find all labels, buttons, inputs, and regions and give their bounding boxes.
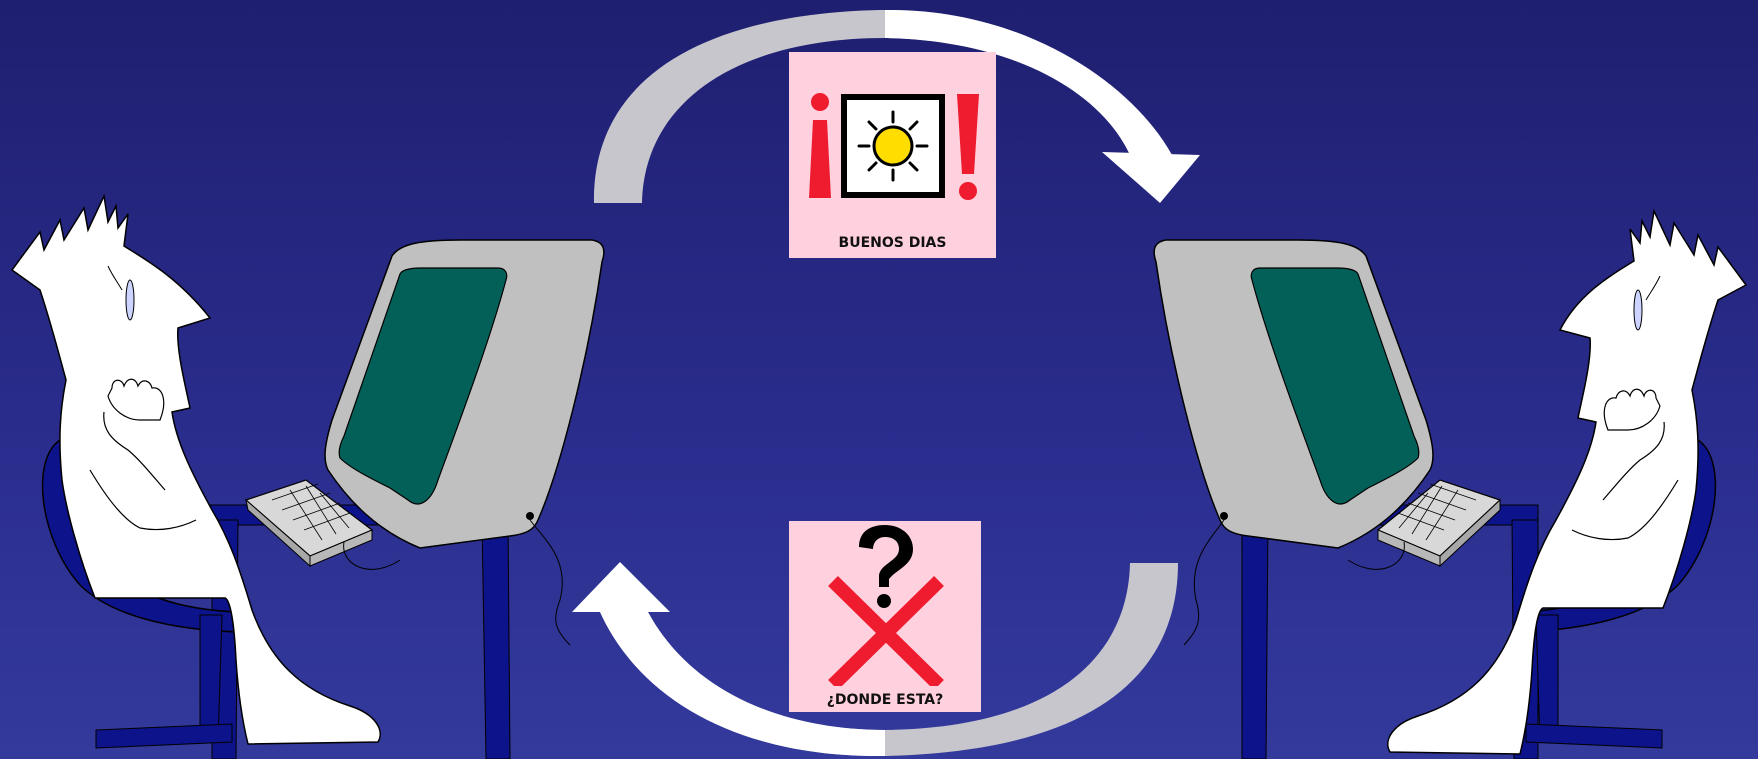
bottom-cycle-arrow [572,562,1178,757]
right-keyboard [1347,479,1502,570]
right-monitor [1153,239,1434,646]
question-cross-icon [828,525,944,686]
greeting-pictogram-card: BUENOS DIAS [789,52,996,258]
sun-exclamation-icon [809,93,979,200]
question-pictogram-card: ¿DONDE ESTA? [789,521,981,712]
question-label: ¿DONDE ESTA? [826,692,944,708]
left-keyboard [244,479,401,570]
top-cycle-arrow [593,9,1200,203]
left-monitor [324,239,605,646]
right-person [1387,208,1748,755]
left-person [10,193,381,745]
greeting-label: BUENOS DIAS [838,235,947,251]
